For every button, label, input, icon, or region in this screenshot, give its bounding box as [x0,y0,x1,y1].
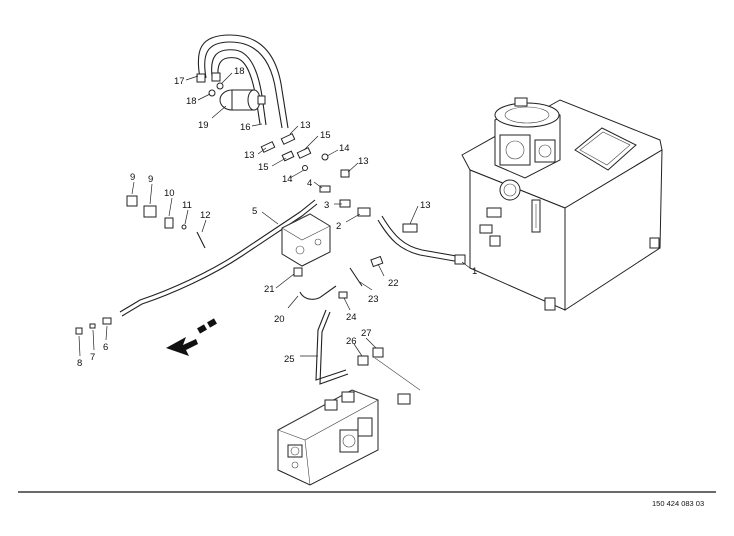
direction-arrow-icon [166,318,217,356]
callout-1: 1 [472,266,477,277]
hydraulic-motor [219,89,266,111]
hydraulic-tank [461,99,663,311]
callout-17: 17 [174,76,185,87]
callout-2: 2 [336,221,341,232]
nut-18a [216,82,224,90]
callout-13a: 13 [300,120,311,131]
callout-15a: 15 [320,130,331,141]
nut-8 [75,327,83,335]
callout-18a: 18 [234,66,245,77]
callout-14b: 14 [282,174,293,185]
callout-15b: 15 [258,162,269,173]
callout-24: 24 [346,312,357,323]
callout-22: 22 [388,278,399,289]
pipe-20 [299,285,337,300]
callout-7: 7 [90,352,95,363]
callout-10: 10 [164,188,175,199]
drawing-number: 150 424 083 03 [652,499,704,508]
callout-3: 3 [324,200,329,211]
callout-13d: 13 [420,200,431,211]
callout-9a: 9 [130,172,135,183]
pipe-5 [119,199,316,313]
callout-21: 21 [264,284,275,295]
callout-14a: 14 [339,143,350,154]
callout-9b: 9 [148,174,153,185]
valve-block-small [281,213,331,267]
pipe-25 [315,309,347,381]
bolt-12 [196,231,206,249]
ring-7 [89,323,96,329]
callout-8: 8 [77,358,82,369]
callout-18b: 18 [186,96,197,107]
callout-23: 23 [368,294,379,305]
callout-13c: 13 [358,156,369,167]
callout-27: 27 [361,328,372,339]
callout-20: 20 [274,314,285,325]
callout-13b: 13 [244,150,255,161]
fitting-6 [102,317,112,325]
nut-18b [208,89,216,97]
callout-25: 25 [284,354,295,365]
block-9a [126,195,138,207]
callout-19: 19 [198,120,209,131]
callout-11: 11 [182,200,192,211]
leader-lines [78,72,471,357]
callout-4: 4 [307,178,312,189]
pin-11 [181,224,187,230]
hose-1 [377,219,461,263]
block-9b [143,205,157,218]
callout-26: 26 [346,336,357,347]
control-valve-block [277,389,379,486]
hydraulic-pump [494,97,561,179]
callout-6: 6 [103,342,108,353]
callout-labels: 1 2 3 4 5 6 7 8 9 9 10 11 12 13 13 13 13… [77,66,477,369]
callout-12: 12 [200,210,211,221]
callout-5: 5 [252,206,257,217]
callout-16: 16 [240,122,251,133]
plate-10 [164,217,174,229]
upper-hose-pair [196,34,289,129]
